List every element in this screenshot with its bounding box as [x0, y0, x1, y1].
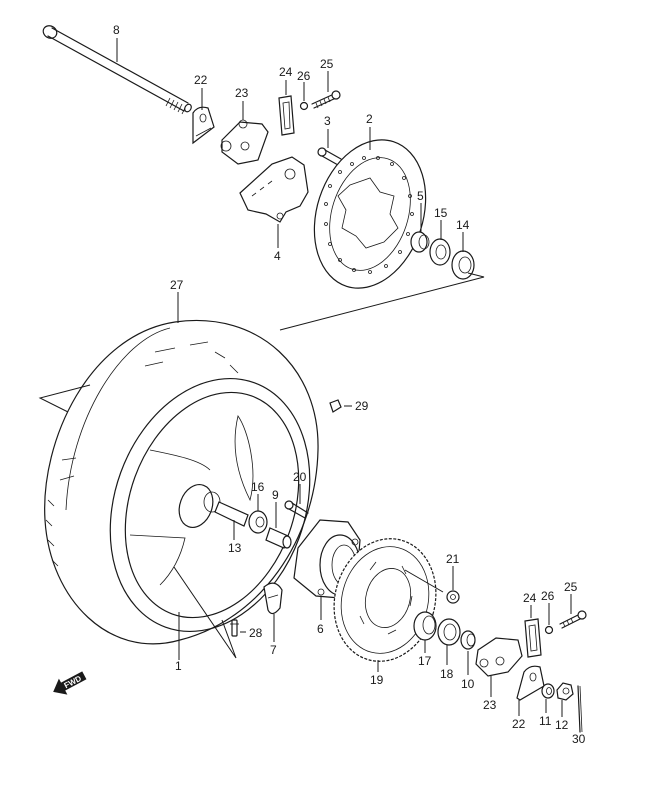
callout-caliper-holder: 4 — [274, 249, 281, 263]
callout-sprocket: 19 — [370, 673, 384, 687]
callout-spacer-drum: 10 — [461, 677, 475, 691]
callout-plate-right: 24 — [523, 591, 537, 605]
plate-right — [524, 618, 542, 658]
callout-tire: 27 — [170, 278, 184, 292]
callout-caliper-bracket-right: 23 — [483, 698, 497, 712]
callout-washer: 11 — [539, 714, 552, 728]
spacer-disc-side — [410, 231, 430, 253]
callout-sprocket-nut: 21 — [446, 552, 460, 566]
axle-nut — [556, 682, 574, 701]
callout-spacer-disc: 5 — [417, 189, 424, 203]
tire — [44, 319, 319, 645]
sprocket-nut — [446, 590, 460, 604]
callout-oil-seal-disc: 15 — [434, 206, 448, 220]
callout-plate-left: 24 — [279, 65, 293, 79]
bolt-left — [311, 90, 341, 109]
callout-caliper-bracket-left: 23 — [235, 86, 249, 100]
cotter-pin — [577, 685, 583, 733]
damper — [263, 582, 283, 615]
callout-hub-stud: 20 — [293, 470, 307, 484]
washer — [541, 683, 555, 699]
callout-wheel: 1 — [175, 659, 182, 673]
spacer-drum-side — [460, 630, 476, 650]
callout-axle-nut: 12 — [555, 718, 569, 732]
callout-bearing-disc: 14 — [456, 218, 470, 232]
bolt-right — [559, 610, 587, 629]
callout-bearing-hub: 16 — [251, 480, 265, 494]
caliper-holder — [239, 156, 309, 223]
callout-bearing-drum: 17 — [418, 654, 432, 668]
callout-balance-weight: 29 — [355, 399, 369, 413]
callout-oil-seal-drum: 18 — [440, 667, 454, 681]
oil-seal-disc-side — [429, 238, 451, 266]
brake-disc — [313, 139, 427, 289]
nut-left — [299, 101, 309, 111]
spacer-center — [214, 501, 249, 527]
callout-sprocket-drum: 6 — [317, 622, 324, 636]
chain-adjuster-left — [192, 106, 215, 145]
callout-valve: 28 — [249, 626, 263, 640]
callout-bolt-right: 25 — [564, 580, 578, 594]
bearing-drum-side — [413, 611, 437, 641]
bearing-disc-side — [451, 250, 475, 280]
bearing-hub — [248, 510, 268, 534]
callout-nut-left: 26 — [297, 69, 311, 83]
callout-disc-bolt: 3 — [324, 114, 331, 128]
oil-seal-drum-side — [437, 618, 461, 646]
fwd-direction-arrow: FWD — [53, 671, 87, 695]
callout-cotter-pin: 30 — [572, 732, 586, 746]
callout-adjuster-left: 22 — [194, 73, 208, 87]
callout-adjuster-right: 22 — [512, 717, 526, 731]
callout-bolt-left: 25 — [320, 57, 334, 71]
valve — [230, 619, 239, 637]
callout-spacer-center: 13 — [228, 541, 242, 555]
axle — [42, 25, 192, 115]
plate-left — [278, 95, 295, 136]
wheel-rim — [109, 377, 311, 633]
caliper-bracket-left — [220, 119, 269, 165]
hub-stud — [284, 500, 309, 519]
caliper-bracket-right — [475, 637, 523, 677]
balance-weight — [329, 399, 342, 413]
callout-damper: 7 — [270, 643, 277, 657]
nut-right — [544, 625, 554, 635]
callout-spacer-hub: 9 — [272, 488, 279, 502]
spacer-hub — [265, 527, 292, 549]
disc-bolt — [317, 147, 342, 166]
callout-nut-right: 26 — [541, 589, 555, 603]
callout-brake-disc: 2 — [366, 112, 373, 126]
callout-axle: 8 — [113, 23, 120, 37]
chain-adjuster-right — [516, 665, 545, 701]
sprocket — [333, 538, 437, 662]
